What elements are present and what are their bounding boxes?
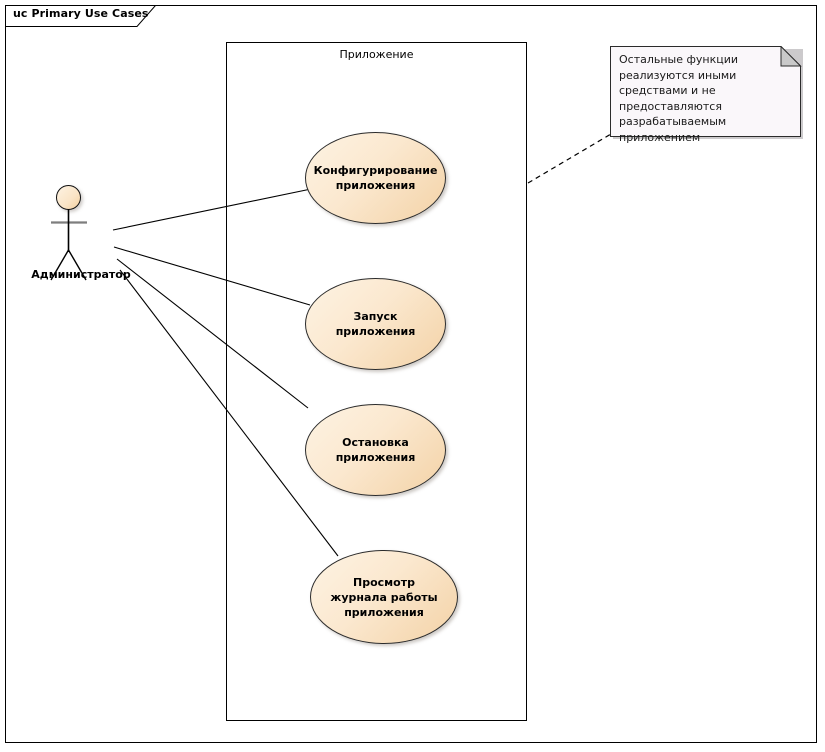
association-line-start [113, 246, 311, 306]
use-case-start[interactable]: Запуск приложения [305, 278, 446, 370]
use-case-label: Конфигурирование приложения [313, 164, 438, 192]
association-line-log [119, 269, 339, 557]
actor-head-icon [56, 185, 81, 210]
note-comment[interactable]: Остальные функции реализуются иными сред… [610, 46, 803, 144]
note-shape [610, 46, 802, 137]
use-case-label: Запуск приложения [335, 310, 416, 338]
note-anchor-line [527, 133, 612, 184]
use-case-label: Просмотр журнала работы приложения [330, 575, 438, 619]
actor-body-icon [50, 209, 87, 281]
use-case-label: Остановка приложения [335, 436, 416, 464]
note-folded-corner-icon [780, 46, 802, 67]
diagram-title: uc Primary Use Cases [13, 7, 149, 20]
note-text: Остальные функции реализуются иными сред… [619, 53, 739, 144]
association-line-stop [116, 258, 309, 409]
system-boundary-label: Приложение [339, 48, 414, 61]
use-case-view-log[interactable]: Просмотр журнала работы приложения [310, 550, 458, 644]
system-boundary-box [226, 42, 527, 721]
actor-label: Администратор [31, 268, 131, 281]
actor-administrator[interactable]: Администратор [20, 180, 131, 290]
use-case-stop[interactable]: Остановка приложения [305, 404, 446, 496]
use-case-configure[interactable]: Конфигурирование приложения [305, 132, 446, 224]
diagram-title-tab [5, 5, 157, 27]
association-line-configure [112, 188, 312, 231]
